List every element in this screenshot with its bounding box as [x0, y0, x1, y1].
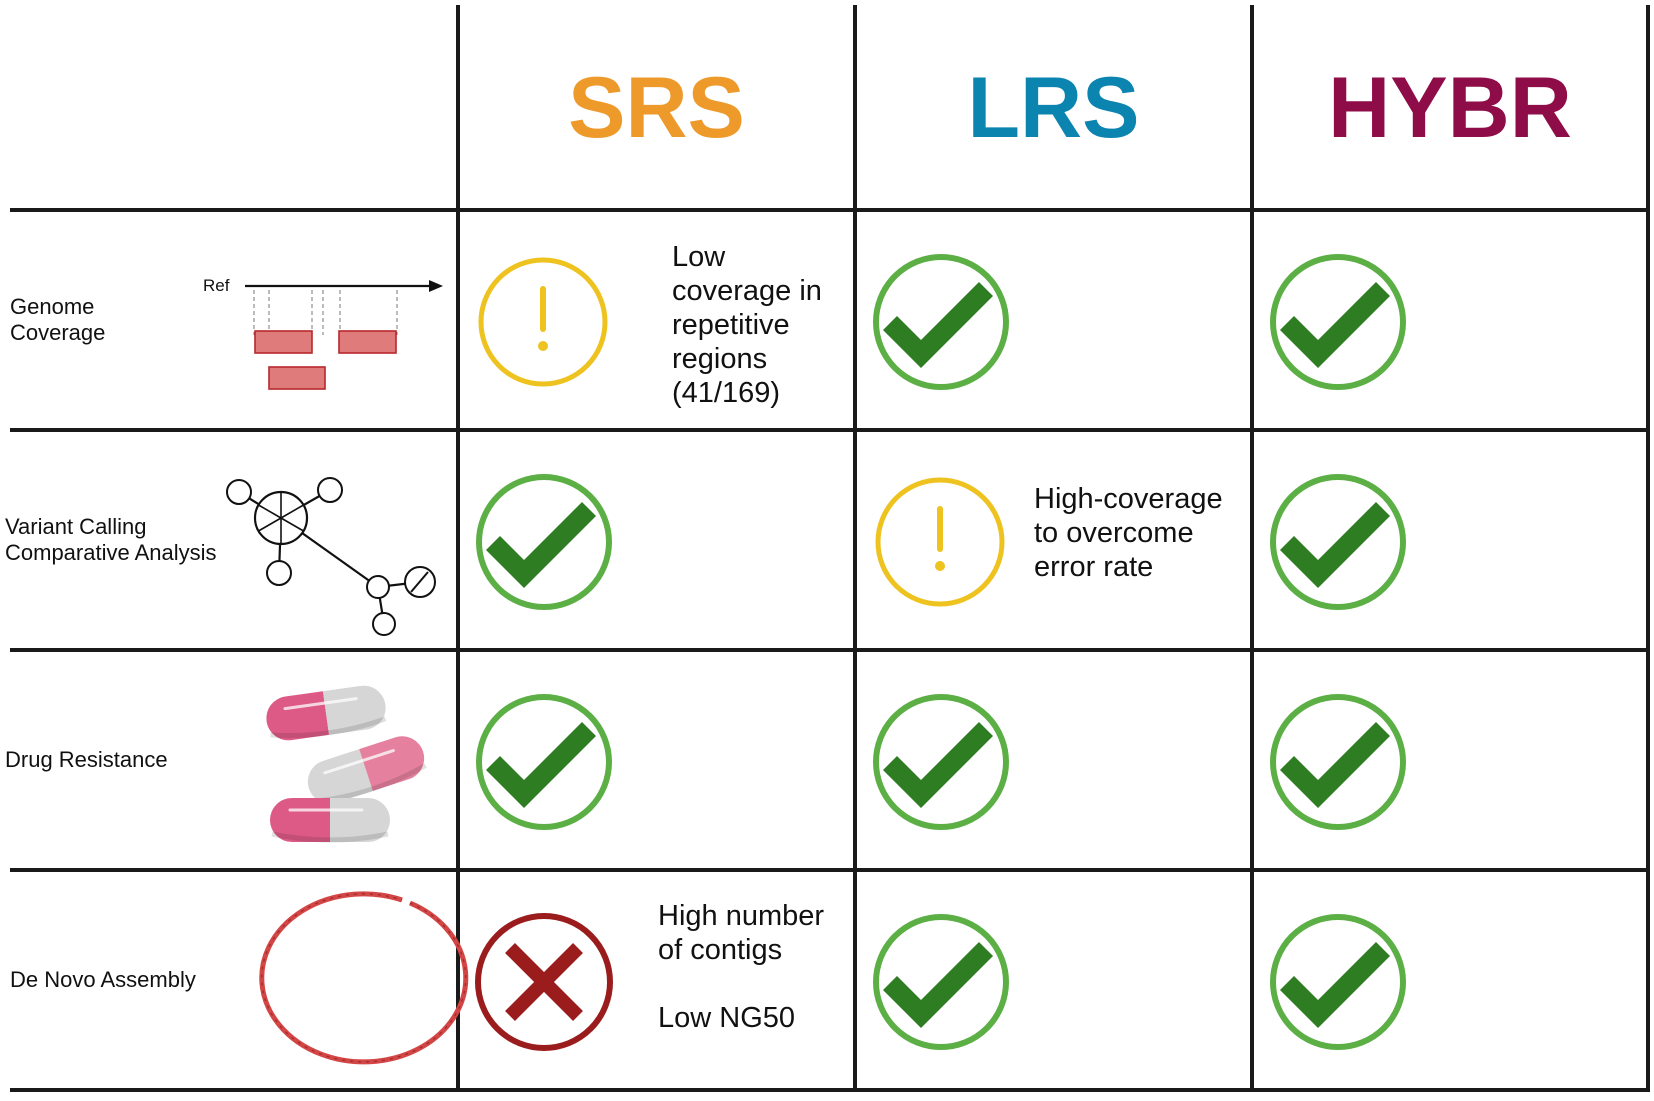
check-mark [883, 282, 993, 368]
warning-bar [540, 286, 546, 332]
cell-genome-coverage-hybr [1270, 254, 1406, 390]
column-header-hybr: HYBR [1328, 60, 1572, 156]
cell-note: High number [658, 900, 824, 932]
row-label-variant-calling: Variant Calling [5, 514, 146, 539]
cell-note: (41/169) [672, 377, 780, 409]
row-icons: Ref [203, 276, 469, 1065]
network-node [317, 477, 343, 503]
check-circle-icon [873, 694, 1009, 830]
pill-half [322, 685, 386, 735]
column-headers: SRS LRS HYBR [568, 60, 1572, 156]
row-label-variant-calling: Comparative Analysis [5, 540, 217, 565]
cell-drug-resistance-srs [476, 694, 612, 830]
warning-dot [538, 341, 548, 351]
phylogenetic-network-icon [226, 477, 436, 636]
grid-lines [10, 5, 1650, 1092]
check-mark [1280, 942, 1390, 1028]
check-circle-icon [1270, 254, 1406, 390]
reference-arrowhead [429, 280, 443, 292]
cell-note: coverage in [672, 275, 822, 307]
read-block [338, 330, 397, 354]
cell-note: regions [672, 343, 767, 375]
check-mark [1280, 282, 1390, 368]
network-node [226, 479, 252, 505]
network-node [372, 612, 396, 636]
pill [307, 736, 427, 804]
network-node [266, 560, 292, 586]
cell-drug-resistance-lrs [873, 694, 1009, 830]
cell-genome-coverage-lrs [873, 254, 1009, 390]
check-mark [883, 942, 993, 1028]
pill-half [359, 736, 425, 791]
cell-variant-calling-hybr [1270, 474, 1406, 610]
cell-variant-calling-srs [476, 474, 612, 610]
hub-spoke [258, 504, 282, 519]
warning-circle-icon [478, 257, 608, 387]
check-circle-icon [873, 914, 1009, 1050]
cell-note: error rate [1034, 551, 1153, 583]
pills-icon [266, 685, 427, 843]
column-header-srs: SRS [568, 60, 745, 156]
check-circle-icon [1270, 914, 1406, 1050]
cell-note: to overcome [1034, 517, 1194, 549]
cross-stroke [505, 943, 583, 1021]
cell-de-novo-assembly-lrs [873, 914, 1009, 1050]
check-mark [1280, 502, 1390, 588]
warning-bar [937, 506, 943, 552]
cell-note: repetitive [672, 309, 790, 341]
pill-shine [283, 697, 358, 711]
hub-spoke [280, 504, 304, 519]
pill-shadow [271, 831, 389, 843]
read-block [254, 330, 313, 354]
check-circle-icon [476, 694, 612, 830]
check-circle-icon [476, 474, 612, 610]
pill-shine [323, 749, 395, 775]
column-header-lrs: LRS [968, 60, 1140, 156]
node-slash [410, 571, 429, 593]
row-label-genome-coverage: Coverage [10, 320, 105, 345]
row-label-drug-resistance: Drug Resistance [5, 747, 168, 772]
check-circle-icon [1270, 694, 1406, 830]
cell-note: of contigs [658, 934, 782, 966]
cell-note: High-coverage [1034, 483, 1223, 515]
read-alignment-icon: Ref [203, 276, 443, 390]
cross-circle-icon [475, 913, 613, 1051]
read-block [268, 366, 326, 390]
row-label-genome-coverage: Genome [10, 294, 94, 319]
plasmid-ring [259, 891, 469, 1065]
row-label-de-novo-assembly: De Novo Assembly [10, 967, 196, 992]
plasmid-ring-icon [259, 891, 469, 1065]
cell-note: Low NG50 [658, 1002, 795, 1034]
pill [266, 685, 387, 741]
check-circle-icon [1270, 474, 1406, 610]
cell-note: Low [672, 241, 726, 273]
check-mark [486, 722, 596, 808]
cell-de-novo-assembly-hybr [1270, 914, 1406, 1050]
ref-label: Ref [203, 276, 230, 295]
network-node [366, 575, 390, 599]
pill-shadow [270, 716, 387, 739]
pill [270, 798, 390, 843]
check-circle-icon [873, 254, 1009, 390]
cell-drug-resistance-hybr [1270, 694, 1406, 830]
hub-spoke [280, 517, 304, 532]
hub-spoke [258, 517, 282, 532]
check-mark [1280, 722, 1390, 808]
warning-circle-icon [875, 477, 1005, 607]
plasmid-ring-texture [261, 893, 467, 1063]
check-mark [883, 722, 993, 808]
check-mark [486, 502, 596, 588]
warning-dot [935, 561, 945, 571]
